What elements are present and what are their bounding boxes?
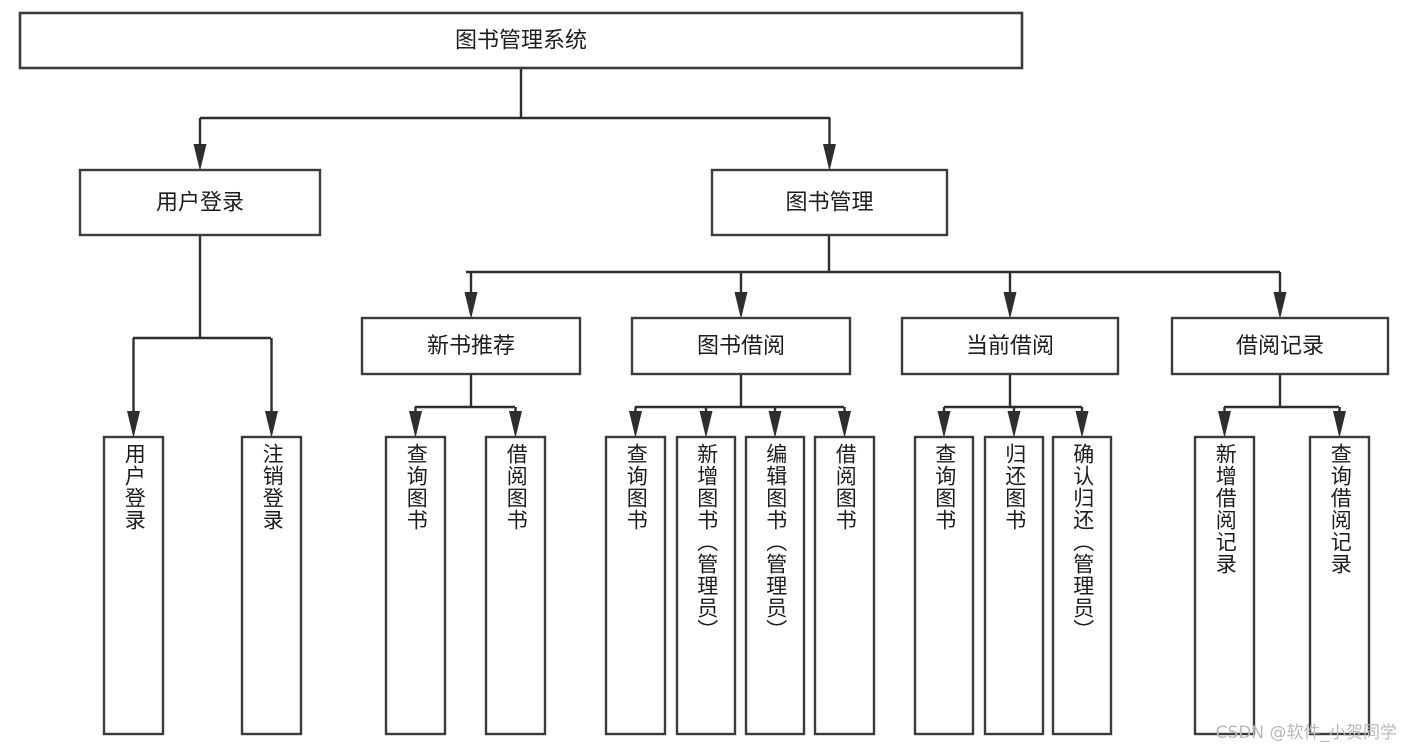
- node-box-leaf-query-book-3[interactable]: [913, 435, 975, 736]
- arrow-head-leaf_edit_book: [768, 411, 782, 438]
- arrow-head-leaf_add_record: [1218, 411, 1231, 438]
- node-box-leaf-add-book[interactable]: [675, 435, 737, 736]
- arrow-head-leaf_return_book: [1007, 411, 1021, 438]
- arrow-head-new_book_rec: [464, 292, 478, 319]
- arrow-head-current_borrow: [1003, 292, 1017, 319]
- node-layer: [18, 11, 1390, 736]
- arrow-head-leaf_add_book: [699, 411, 713, 438]
- arrow-head-book_borrow: [734, 292, 748, 319]
- arrow-head-leaf_borrow_book_2: [838, 411, 851, 438]
- node-box-leaf-add-record[interactable]: [1193, 435, 1256, 736]
- node-box-new-book-rec[interactable]: [360, 316, 582, 376]
- node-box-leaf-return-book[interactable]: [983, 435, 1045, 736]
- node-box-user-login[interactable]: [78, 168, 322, 237]
- node-box-root[interactable]: [18, 11, 1024, 70]
- node-label-root: 图书管理系统: [455, 29, 587, 54]
- node-box-leaf-query-book-2[interactable]: [604, 435, 667, 736]
- watermark: CSDN @软件_小贺同学: [1215, 723, 1397, 743]
- node-label-book-manage: 图书管理: [785, 191, 873, 216]
- node-label-current-borrow: 当前借阅: [966, 334, 1054, 359]
- arrow-head-user_login: [193, 144, 207, 171]
- node-label-book-borrow: 图书借阅: [697, 334, 785, 359]
- arrow-head-leaf_query_book_2: [629, 411, 642, 438]
- node-box-leaf-user-login[interactable]: [102, 435, 165, 736]
- node-box-book-manage[interactable]: [710, 168, 949, 237]
- arrow-head-book_manage: [823, 144, 836, 171]
- node-label-borrow-record: 借阅记录: [1236, 334, 1324, 359]
- node-box-leaf-borrow-book-1[interactable]: [484, 435, 547, 736]
- arrow-head-leaf_query_book_3: [937, 411, 951, 438]
- node-box-leaf-confirm-return[interactable]: [1051, 435, 1113, 736]
- node-box-book-borrow[interactable]: [630, 316, 852, 376]
- node-box-leaf-borrow-book-2[interactable]: [813, 435, 876, 736]
- node-box-leaf-user-logout[interactable]: [240, 435, 303, 736]
- node-box-leaf-edit-book[interactable]: [744, 435, 806, 736]
- connector-layer: [127, 68, 1346, 438]
- node-box-leaf-query-record[interactable]: [1308, 435, 1371, 736]
- arrow-head-leaf_confirm_return: [1075, 411, 1089, 438]
- arrow-head-leaf_user_login: [127, 411, 140, 438]
- arrow-head-leaf_borrow_book_1: [509, 411, 522, 438]
- arrow-head-leaf_user_logout: [265, 411, 278, 438]
- node-box-current-borrow[interactable]: [900, 316, 1120, 376]
- arrow-head-borrow_record: [1273, 292, 1287, 319]
- arrow-head-leaf_query_record: [1333, 411, 1346, 438]
- node-label-new-book-rec: 新书推荐: [427, 334, 515, 359]
- node-box-leaf-query-book-1[interactable]: [384, 435, 447, 736]
- node-box-borrow-record[interactable]: [1170, 316, 1390, 376]
- arrow-head-leaf_query_book_1: [409, 411, 422, 438]
- node-label-user-login: 用户登录: [156, 191, 244, 216]
